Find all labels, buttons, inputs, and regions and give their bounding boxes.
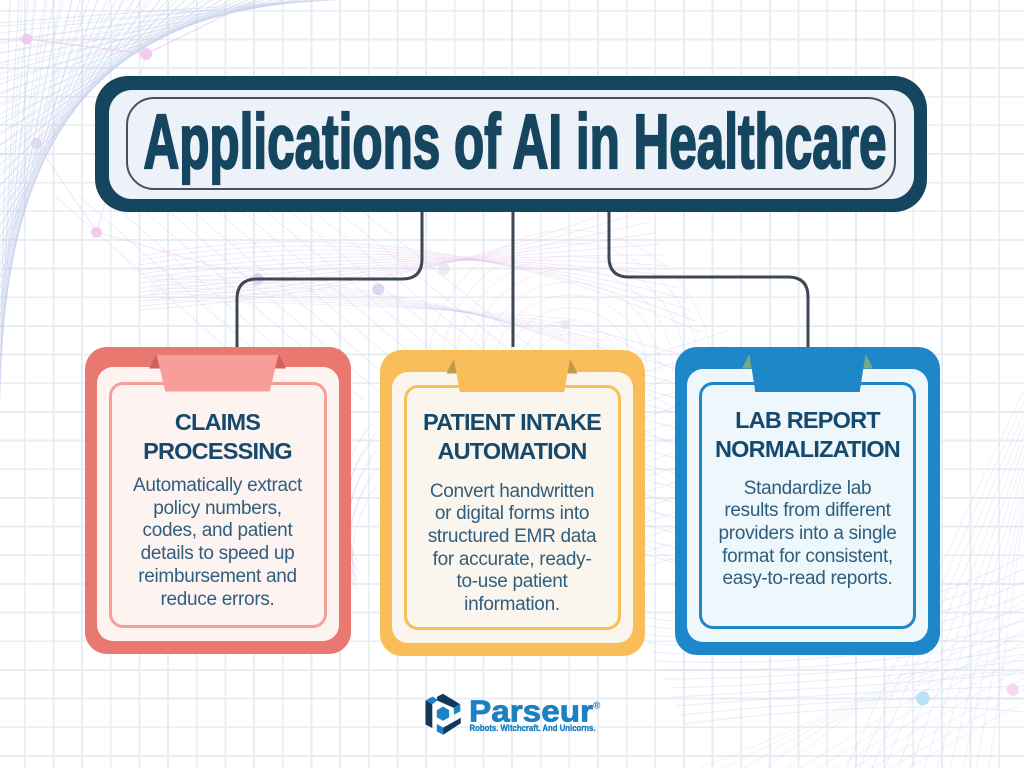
- svg-text:Parseur: Parseur: [469, 694, 593, 729]
- svg-text:Robots. Witchcraft. And Unicor: Robots. Witchcraft. And Unicorns.: [470, 723, 596, 734]
- svg-text:Applications of AI in Healthca: Applications of AI in Healthcare: [144, 99, 887, 185]
- svg-text:®: ®: [593, 701, 601, 712]
